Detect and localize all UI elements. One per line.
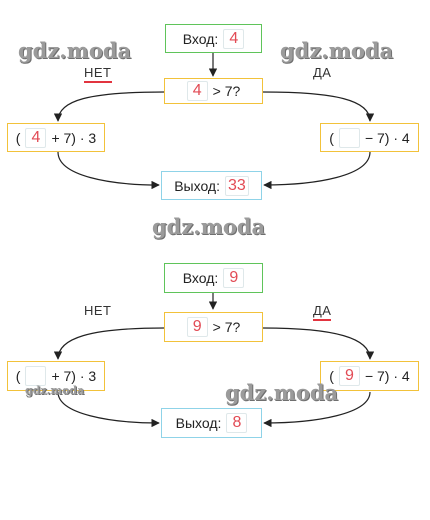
right-rest-1: − 7) · 4 — [364, 129, 410, 146]
condition-value-2: 9 — [186, 317, 208, 337]
arrow-no-branch-1 — [53, 91, 165, 122]
input-label-2: Вход: — [182, 270, 219, 286]
output-box-2: Выход: 8 — [161, 408, 262, 438]
input-value-1: 4 — [223, 28, 245, 49]
right-formula-box-1: ( − 7) · 4 — [320, 123, 419, 152]
left-formula-box-2: ( + 7) · 3 — [7, 361, 105, 391]
left-value-1: 4 — [25, 127, 47, 148]
no-label-2: НЕТ — [84, 303, 112, 318]
yes-label-2: ДА — [313, 303, 332, 321]
left-open-paren-2: ( — [15, 368, 21, 384]
watermark-1: gdz.moda — [18, 38, 132, 63]
yes-label-1: ДА — [313, 65, 332, 80]
left-open-paren-1: ( — [15, 129, 21, 146]
watermark-2: gdz.moda — [280, 38, 394, 63]
watermark-3: gdz.moda — [152, 214, 266, 239]
output-value-2: 8 — [226, 413, 248, 433]
input-box-2: Вход: 9 — [164, 263, 263, 293]
right-formula-box-2: ( 9 − 7) · 4 — [320, 361, 419, 391]
watermark-4: gdz.moda — [25, 384, 85, 397]
input-box-1: Вход: 4 — [165, 24, 262, 53]
right-value-2: 9 — [338, 366, 360, 386]
condition-text-1: > 7? — [212, 83, 241, 99]
arrow-left-to-output-2 — [57, 391, 160, 428]
right-open-paren-1: ( — [329, 129, 334, 146]
arrow-left-to-output-1 — [57, 151, 160, 190]
input-value-2: 9 — [223, 268, 245, 288]
arrow-no-branch-2 — [53, 327, 165, 360]
output-label-1: Выход: — [174, 177, 220, 194]
arrow-right-to-output-1 — [263, 151, 371, 190]
output-value-1: 33 — [224, 175, 249, 196]
condition-box-2: 9 > 7? — [164, 312, 263, 342]
input-label-1: Вход: — [182, 30, 219, 47]
condition-value-1: 4 — [186, 81, 208, 101]
right-open-paren-2: ( — [329, 368, 334, 384]
arrow-yes-branch-1 — [262, 91, 375, 122]
condition-box-1: 4 > 7? — [164, 78, 263, 104]
right-rest-2: − 7) · 4 — [364, 368, 410, 384]
left-value-2 — [25, 366, 47, 386]
output-box-1: Выход: 33 — [161, 171, 262, 200]
output-label-2: Выход: — [175, 415, 222, 431]
no-label-1: НЕТ — [84, 65, 112, 83]
watermark-5: gdz.moda — [225, 380, 339, 405]
right-value-1 — [338, 127, 360, 148]
arrow-right-to-output-2 — [263, 391, 371, 428]
condition-text-2: > 7? — [212, 319, 241, 335]
left-rest-2: + 7) · 3 — [51, 368, 97, 384]
arrow-yes-branch-2 — [262, 327, 375, 360]
left-formula-box-1: ( 4 + 7) · 3 — [7, 123, 105, 152]
left-rest-1: + 7) · 3 — [51, 129, 97, 146]
